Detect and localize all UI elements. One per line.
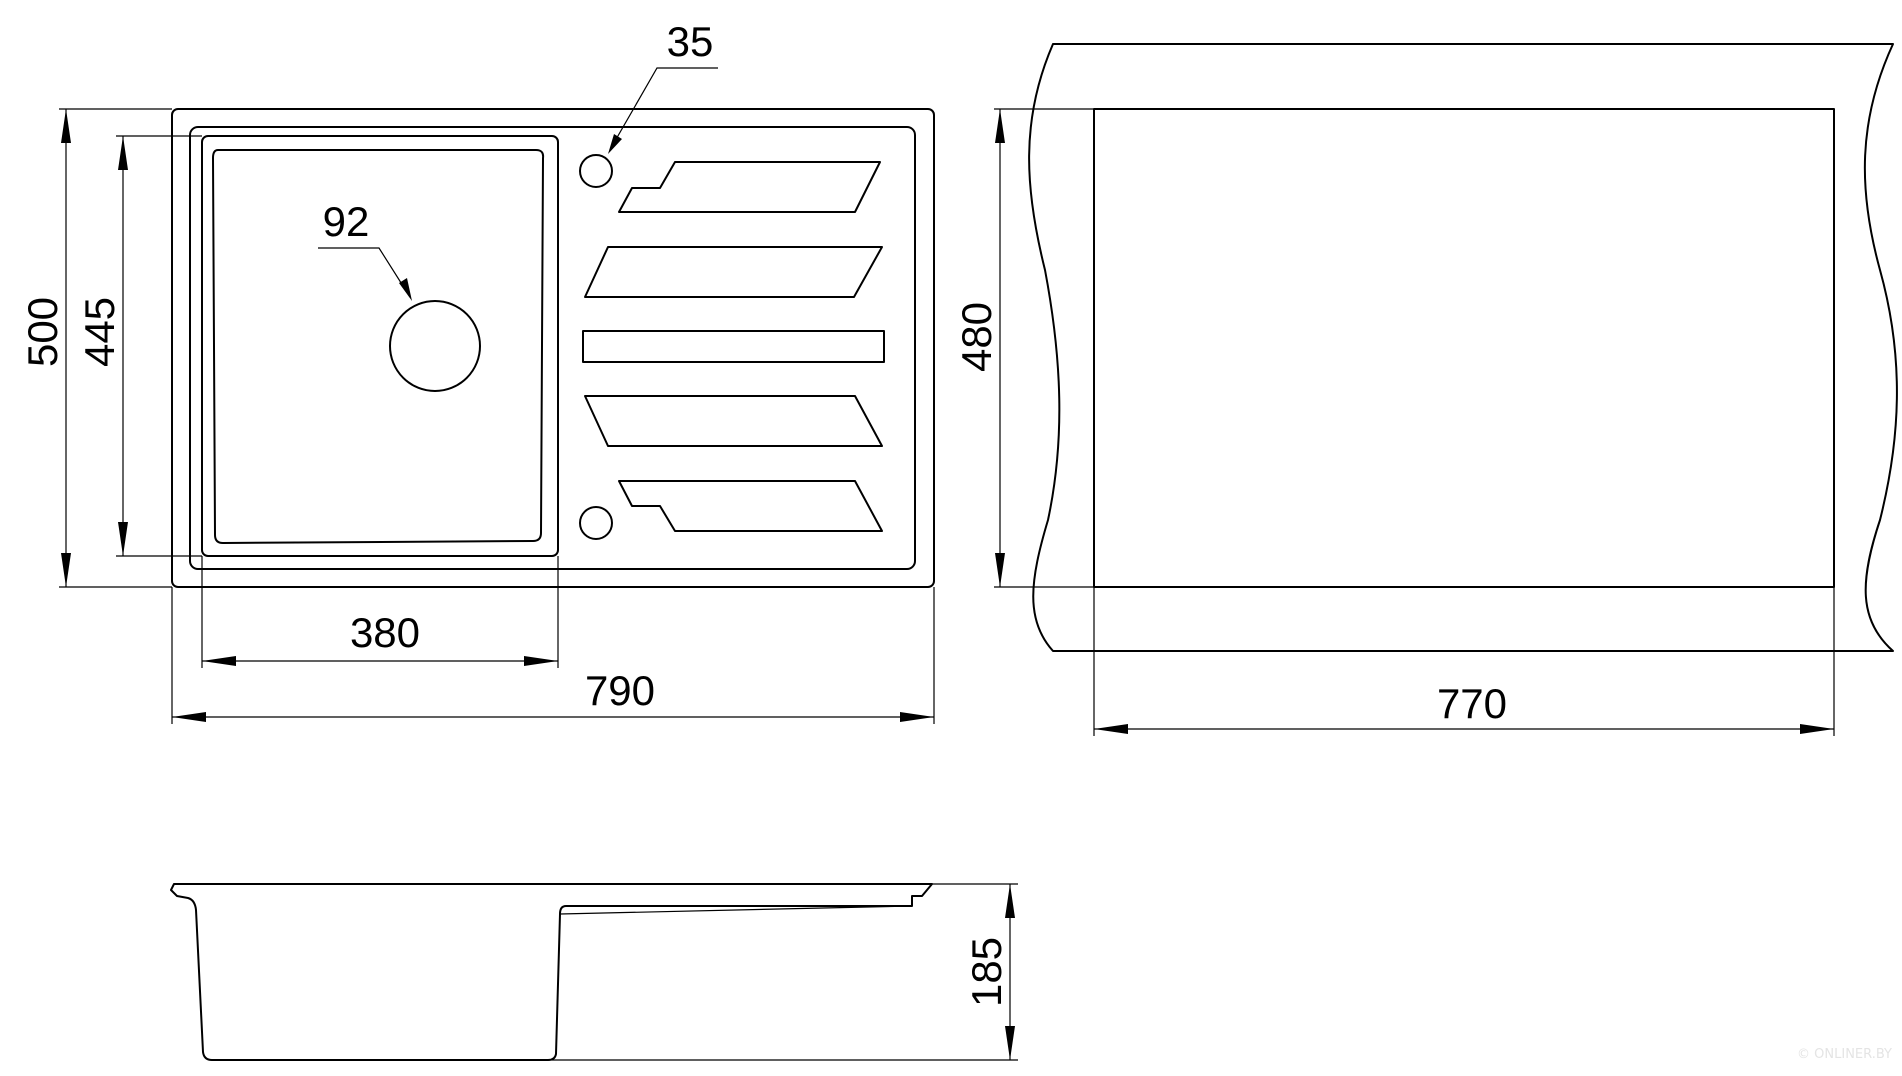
sink-inner-rim [189, 126, 916, 570]
drain-hole [389, 300, 481, 392]
countertop-cutout-view: 480 770 [953, 43, 1898, 736]
cutout-rectangle [1093, 108, 1835, 588]
drainer-groove-5 [618, 480, 883, 532]
drainer-groove-4 [584, 395, 883, 447]
dimension-bowl-height: 445 [76, 135, 202, 557]
dimension-overall-width: 790 [171, 587, 935, 724]
dimension-bowl-width: 380 [201, 556, 559, 668]
dimension-cutout-height: 480 [953, 108, 1094, 588]
bowl-outline [201, 135, 559, 557]
watermark: © ONLINER.BY [1797, 1047, 1892, 1062]
leader-tap-hole-diameter: 35 [608, 18, 718, 154]
dimension-overall-width-label: 790 [585, 667, 655, 714]
leader-tap-hole-diameter-label: 35 [667, 18, 714, 65]
dimension-cutout-height-label: 480 [953, 302, 1000, 372]
sink-side-profile [170, 883, 933, 1061]
dimension-overall-height: 500 [19, 108, 172, 588]
sink-top-view: 500 445 380 790 [19, 18, 935, 724]
dimension-depth: 185 [548, 883, 1018, 1061]
drainer-groove-2 [584, 246, 883, 298]
bowl-inner-outline [212, 149, 545, 544]
dimension-cutout-width-label: 770 [1437, 680, 1507, 727]
sink-outer-outline [171, 108, 935, 588]
dimension-depth-label: 185 [963, 937, 1010, 1007]
dimension-bowl-width-label: 380 [350, 609, 420, 656]
leader-drain-diameter-label: 92 [323, 198, 370, 245]
dimension-cutout-width: 770 [1093, 587, 1835, 736]
dimension-overall-height-label: 500 [19, 297, 66, 367]
tap-hole-bottom [579, 506, 613, 540]
tap-hole-top [579, 154, 613, 188]
countertop-outline [1028, 43, 1898, 652]
sink-side-view: 185 [170, 883, 1018, 1061]
leader-drain-diameter: 92 [318, 198, 412, 301]
dimension-bowl-height-label: 445 [76, 297, 123, 367]
sink-side-rim-line [559, 905, 913, 915]
drainer-groove-3 [582, 330, 885, 363]
drainer-groove-1 [618, 161, 881, 213]
